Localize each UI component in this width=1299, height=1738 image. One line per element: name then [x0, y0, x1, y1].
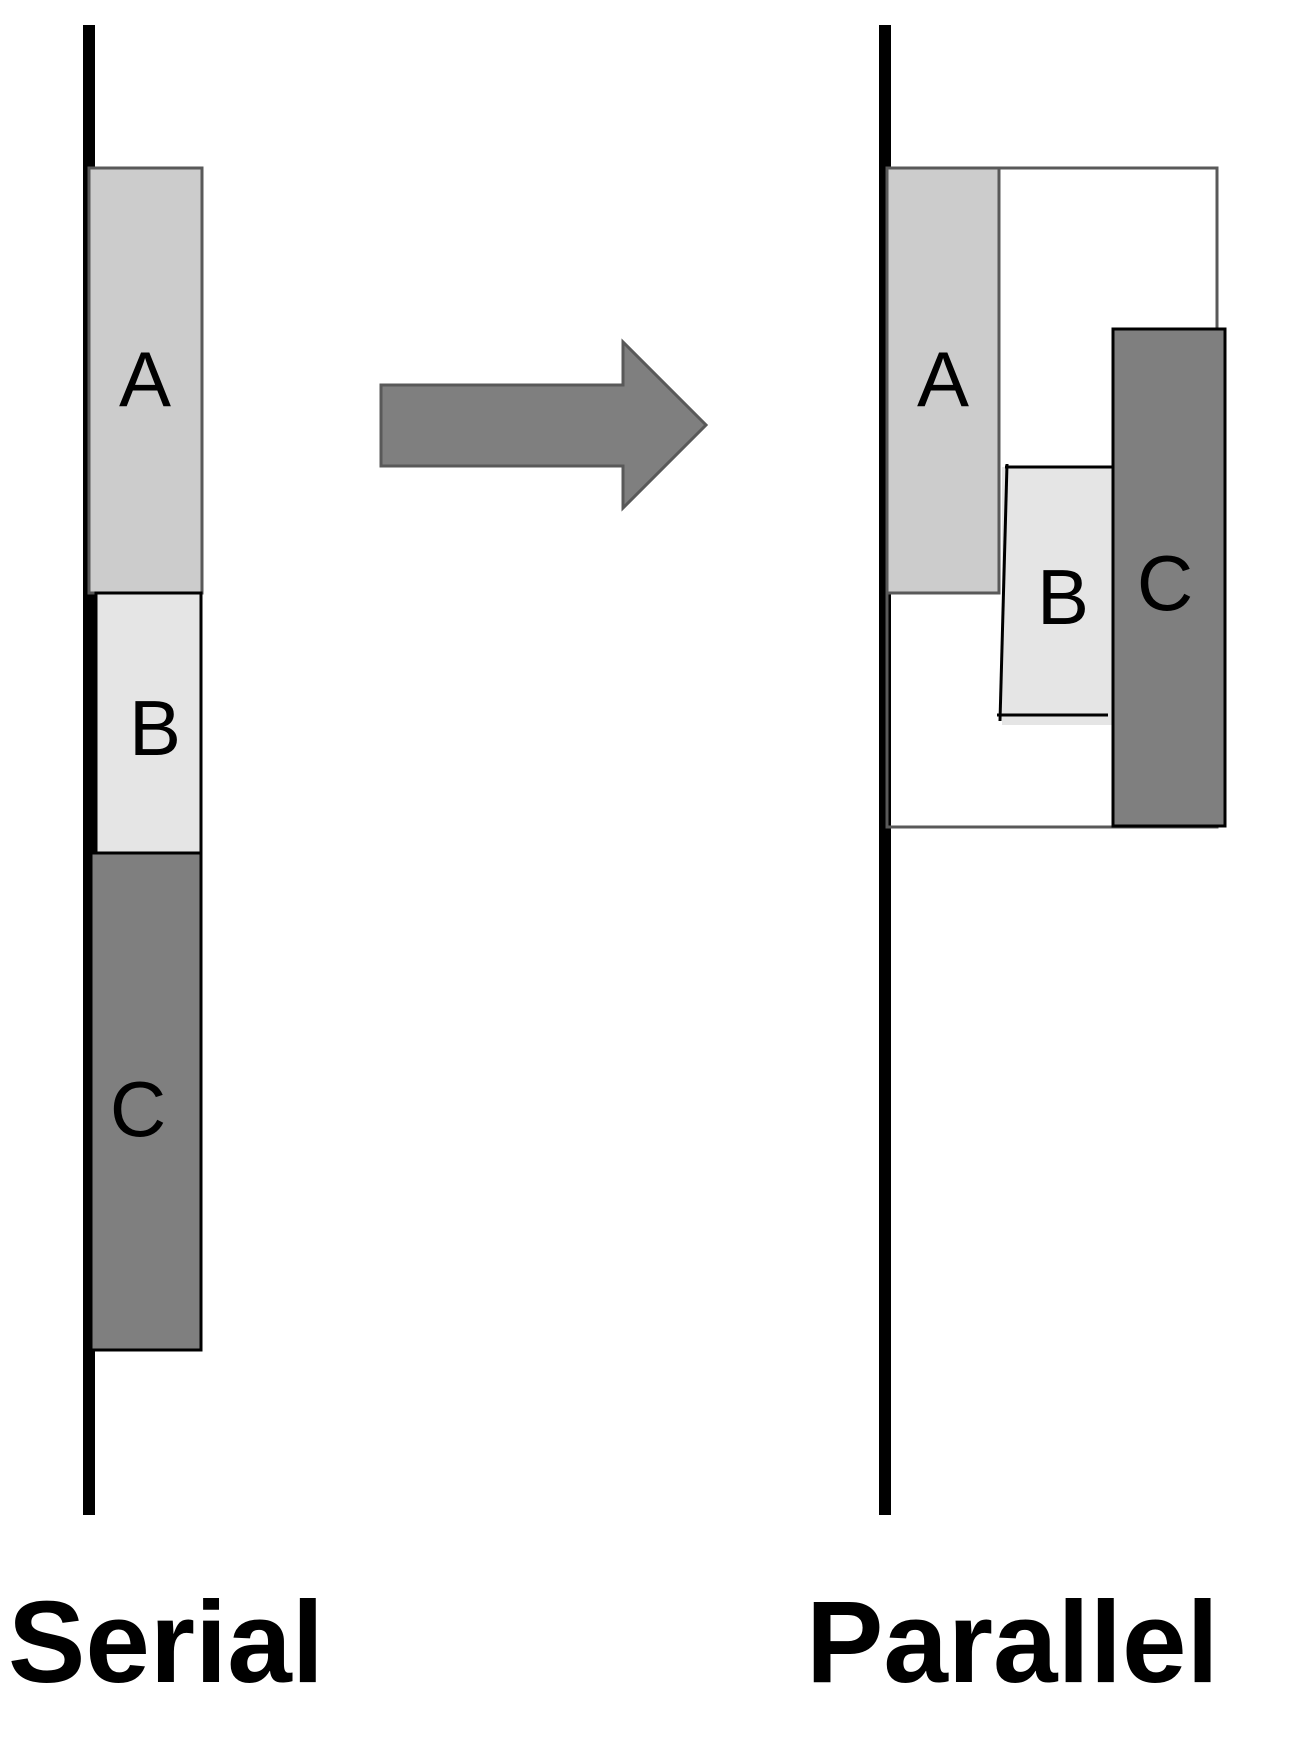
right-arrow-icon [379, 338, 709, 512]
parallel-task-a-block [885, 166, 1001, 595]
serial-task-c-label: C [110, 1065, 166, 1153]
serial-caption: Serial [8, 1577, 324, 1707]
parallel-task-b-label: B [1037, 553, 1089, 641]
serial-task-b-label: B [129, 684, 181, 772]
serial-task-c-block [89, 851, 203, 1352]
serial-task-a-label: A [119, 335, 171, 423]
parallel-task-c-block [1111, 327, 1227, 828]
parallel-task-c-label: C [1137, 539, 1193, 627]
parallel-group: A B C [879, 25, 1227, 1515]
serial-task-b-block [94, 591, 203, 855]
parallel-task-b-block [1002, 467, 1112, 725]
serial-group: A B C [83, 25, 204, 1515]
parallel-caption: Parallel [806, 1577, 1219, 1707]
parallel-task-b-left-edge [998, 463, 1009, 722]
parallel-task-a-label: A [917, 335, 969, 423]
